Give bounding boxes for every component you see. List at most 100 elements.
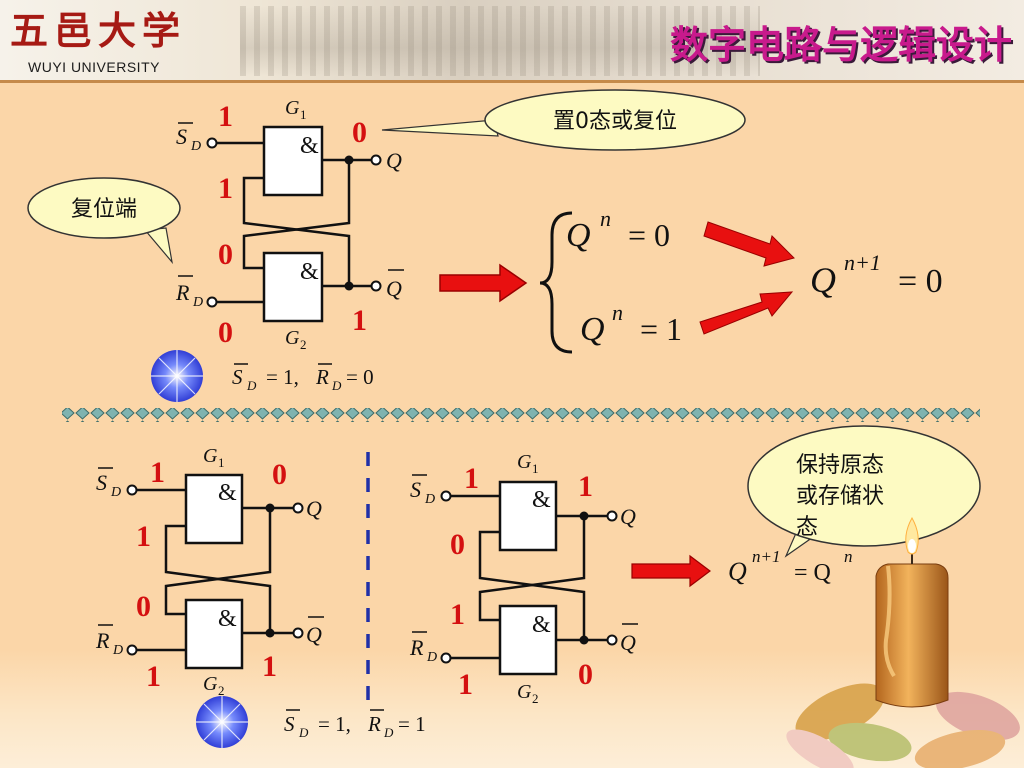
value-qbar-top: 1 — [352, 304, 367, 337]
value-rd-top: 0 — [218, 316, 233, 349]
callout-hold-state: 保持原态 或存储状 态 — [747, 425, 981, 558]
eq-n1: n+1 — [844, 250, 881, 275]
cond-sd-bottom: S — [284, 712, 295, 736]
bl-value-rd: 0 — [136, 590, 151, 623]
label-g1: G — [285, 97, 300, 119]
hold-q: Q — [728, 557, 747, 586]
hold-equation: Q n+1 = Q n — [728, 547, 853, 586]
br-sd-sub: D — [424, 492, 435, 507]
label-g2: G — [285, 327, 300, 349]
cond-sd-sub-top: D — [246, 378, 257, 393]
bl-value-q: 0 — [272, 458, 287, 491]
university-logo-english: WUYI UNIVERSITY — [28, 59, 160, 75]
br-value-rd: 1 — [450, 598, 465, 631]
br-rd-sub: D — [426, 650, 437, 665]
callout-reset-terminal: 复位端 — [27, 177, 181, 265]
br-g2-sub: 2 — [532, 691, 539, 706]
bl-sd: S — [96, 470, 107, 495]
red-arrows — [699, 221, 795, 335]
blue-star-icon — [151, 350, 203, 402]
course-title: 数字电路与逻辑设计 — [669, 23, 1012, 67]
campus-building-image — [240, 6, 760, 76]
candle-icon — [786, 516, 1020, 768]
cond-rd-value-top: = 0 — [346, 365, 374, 389]
eq-q-2: Q — [580, 311, 605, 348]
br-sd: S — [410, 477, 421, 502]
br-g2: G — [517, 681, 532, 703]
br-q-bar: Q — [620, 630, 636, 655]
bl-g2-sub: 2 — [218, 683, 225, 698]
bl-and-g1: & — [218, 480, 237, 506]
cond-rd-bottom: R — [367, 712, 381, 736]
right-arrow-bottom — [631, 554, 711, 588]
bottom-right-circuit: & & G 1 G 2 S D R D Q Q 1 0 1 1 1 0 — [409, 451, 638, 706]
label-rd-sub: D — [192, 295, 203, 310]
cond-sd-value-top: = 1, — [266, 365, 299, 389]
eq-q-1: Q — [566, 217, 591, 254]
left-brace — [539, 211, 573, 354]
br-value-qbar: 0 — [578, 658, 593, 691]
bl-value-qbar: 1 — [262, 650, 277, 683]
bl-q: Q — [306, 496, 322, 521]
bubble-reset-text: 复位端 — [71, 197, 137, 222]
and-symbol-g2: & — [300, 259, 319, 285]
bl-rd-sub: D — [112, 643, 123, 658]
cond-sd-value-bottom: = 1, — [318, 712, 351, 736]
cond-rd-top: R — [315, 365, 329, 389]
eq-n-2: n — [612, 300, 623, 325]
university-logo-text: 五邑大学 — [10, 8, 187, 53]
hold-n1: n+1 — [752, 547, 780, 566]
br-q: Q — [620, 504, 636, 529]
bl-g1: G — [203, 445, 218, 467]
br-value-g2-fb: 1 — [458, 668, 473, 701]
callout-set-to-zero: 置0态或复位 — [381, 89, 746, 151]
eq-q-next: Q — [810, 260, 836, 300]
br-g1-sub: 1 — [532, 461, 539, 476]
bl-g2: G — [203, 673, 218, 695]
right-arrow-top — [439, 263, 528, 303]
bottom-left-circuit: & & G 1 G 2 S D R D Q Q 1 1 0 1 0 1 — [95, 445, 324, 698]
eq-equals-0: = 0 — [628, 217, 670, 253]
value-g1-feedback-top: 1 — [218, 172, 233, 205]
bl-value-sd: 1 — [150, 456, 165, 489]
label-q: Q — [386, 148, 402, 173]
br-and-g2: & — [532, 612, 551, 638]
hold-equals-q: = Q — [794, 560, 831, 586]
cond-rd-sub-top: D — [331, 378, 342, 393]
br-value-g1-fb: 0 — [450, 528, 465, 561]
eq-n-1: n — [600, 206, 611, 231]
label-sd: S — [176, 124, 187, 149]
bubble-set-text: 置0态或复位 — [553, 109, 677, 134]
equations: Q n = 0 Q n = 1 Q n+1 = 0 — [566, 206, 943, 348]
br-value-sd: 1 — [464, 462, 479, 495]
bl-value-g1-fb: 1 — [136, 520, 151, 553]
header-banner: 五邑大学 WUYI UNIVERSITY 数字电路与逻辑设计 — [0, 0, 1024, 83]
bl-value-g2-fb: 1 — [146, 660, 161, 693]
bubble-hold-line2: 或存储状 — [796, 484, 884, 509]
bl-sd-sub: D — [110, 485, 121, 500]
cond-rd-value-bottom: = 1 — [398, 712, 426, 736]
eq-next-equals-0: = 0 — [898, 263, 943, 300]
eq-equals-1: = 1 — [640, 311, 682, 347]
gate-g1 — [262, 125, 324, 197]
bl-rd: R — [95, 628, 110, 653]
bl-q-bar: Q — [306, 622, 322, 647]
top-circuit: & & G 1 G 2 S D R D Q Q 1 1 0 0 0 1 S D … — [175, 97, 404, 393]
bubble-hold-line1: 保持原态 — [796, 453, 884, 478]
br-rd: R — [409, 635, 424, 660]
br-value-q: 1 — [578, 470, 593, 503]
label-g2-sub: 2 — [300, 337, 307, 352]
cond-sd-sub-bottom: D — [298, 725, 309, 740]
label-g1-sub: 1 — [300, 107, 307, 122]
label-q-bar: Q — [386, 276, 402, 301]
and-symbol-g1: & — [300, 133, 319, 159]
cond-sd-top: S — [232, 365, 243, 389]
decorative-divider — [62, 408, 980, 422]
bottom-condition: S D = 1, R D = 1 — [284, 709, 426, 740]
hold-n: n — [844, 547, 853, 566]
label-sd-sub: D — [190, 139, 201, 154]
cond-rd-sub-bottom: D — [383, 725, 394, 740]
label-rd: R — [175, 280, 190, 305]
br-g1: G — [517, 451, 532, 473]
bl-and-g2: & — [218, 606, 237, 632]
